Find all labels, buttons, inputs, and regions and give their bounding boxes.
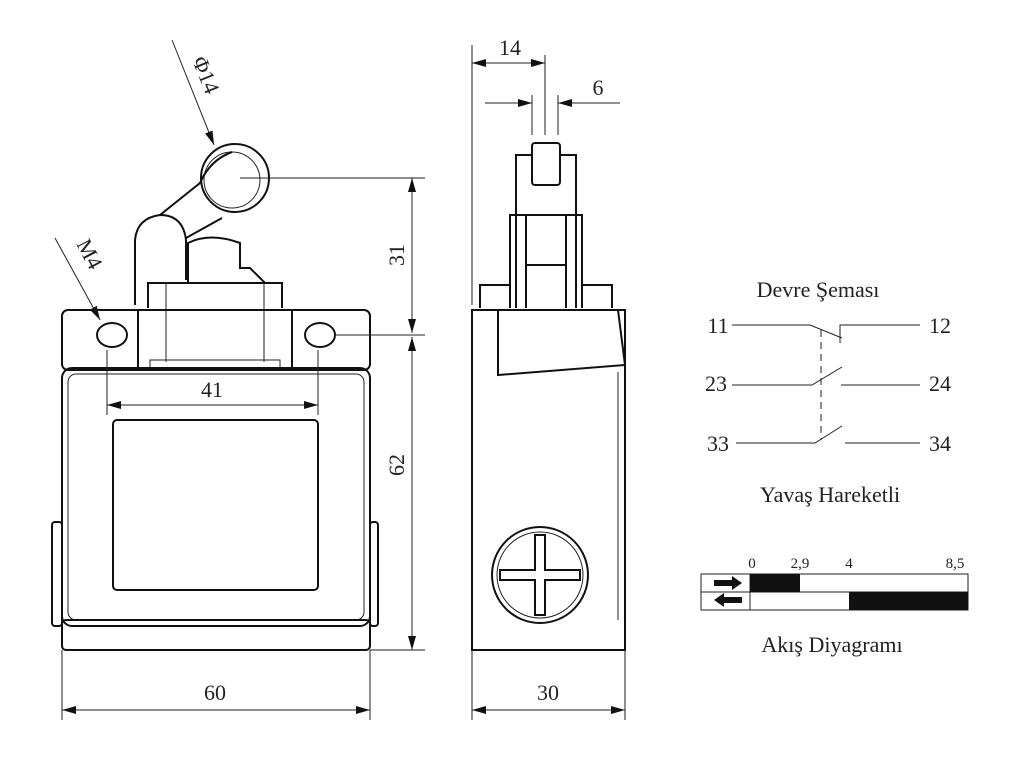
base	[61, 619, 371, 651]
terminal-24: 24	[929, 371, 951, 396]
mounting-hole-left	[96, 322, 128, 348]
terminal-23: 23	[705, 371, 727, 396]
front-cover	[61, 367, 371, 627]
mounting-flange	[61, 309, 371, 371]
dim-hole-spacing-41: 41	[201, 377, 223, 402]
circuit-diagram: Devre Şeması 11 12 23 24 33 34 Yavaş Har…	[705, 277, 951, 507]
flow-diagram: 0 2,9 4 8,5 Akış Diyagramı	[700, 556, 969, 657]
tick-8-5: 8,5	[946, 556, 965, 572]
dim-body-62: 62	[384, 454, 409, 476]
terminal-34: 34	[929, 431, 951, 456]
side-body	[471, 309, 626, 651]
dim-width-60: 60	[204, 680, 226, 705]
dim-roller-offset-14: 14	[499, 35, 521, 60]
arrow-left-icon	[714, 593, 742, 607]
front-view: 60 41 31 62 Φ14 M4	[51, 39, 425, 720]
no-contact-2	[736, 425, 920, 444]
dim-roller-width-6: 6	[593, 75, 604, 100]
roller-side	[531, 142, 561, 186]
dim-depth-30: 30	[537, 680, 559, 705]
circuit-title: Devre Şeması	[757, 277, 880, 302]
arrow-right-icon	[714, 576, 742, 590]
forward-closed-segment	[750, 574, 800, 592]
cross-screw-icon	[499, 534, 581, 616]
dim-actuator-31: 31	[384, 244, 409, 266]
return-closed-segment	[849, 592, 968, 610]
roller-lever	[134, 143, 270, 305]
cover-window	[112, 419, 319, 591]
nc-contact	[732, 324, 920, 343]
flow-title: Akış Diyagramı	[761, 632, 902, 657]
side-view: 14 6 30	[471, 35, 627, 720]
dim-roller-diameter: Φ14	[187, 53, 224, 98]
tick-0: 0	[748, 556, 756, 572]
terminal-11: 11	[707, 313, 728, 338]
dim-thread-m4: M4	[72, 235, 108, 274]
terminal-33: 33	[707, 431, 729, 456]
terminal-12: 12	[929, 313, 951, 338]
mounting-hole-right	[304, 322, 336, 348]
circuit-subtitle: Yavaş Hareketli	[760, 482, 900, 507]
head-block	[147, 282, 283, 308]
tick-4: 4	[845, 556, 853, 572]
screw-circle	[491, 526, 589, 624]
tick-2-9: 2,9	[791, 556, 810, 572]
side-head	[472, 309, 627, 377]
no-contact-1	[732, 366, 920, 386]
